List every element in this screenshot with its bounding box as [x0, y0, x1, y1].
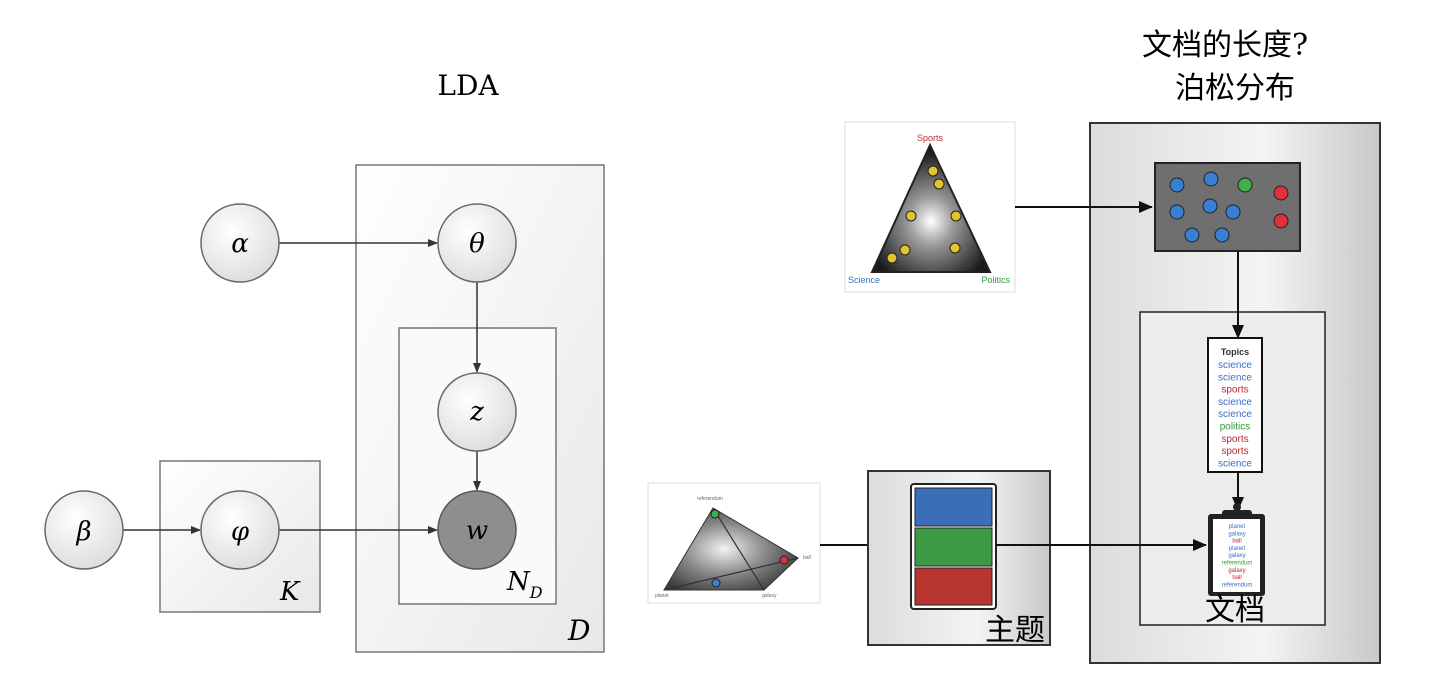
topic-item: sports	[1221, 385, 1248, 396]
title-poisson: 泊松分布	[1175, 71, 1295, 106]
topic-item: science	[1218, 397, 1252, 408]
node-z: z	[437, 372, 517, 452]
simplex-label-politics: Politics	[981, 275, 1010, 285]
svg-text:planet: planet	[655, 593, 669, 599]
document-word: ball	[1232, 575, 1241, 581]
topic-item: politics	[1220, 422, 1251, 433]
svg-text:β: β	[75, 517, 91, 547]
svg-text:ball: ball	[803, 555, 811, 561]
topic-draws-box	[1154, 162, 1301, 252]
svg-text:z: z	[469, 397, 484, 427]
document-word: galaxy	[1228, 568, 1245, 574]
document-label: 文档	[1205, 593, 1265, 628]
node-alpha: α	[200, 203, 280, 283]
simplex-label-sports: Sports	[917, 133, 944, 143]
topics-label: 主题	[985, 613, 1045, 648]
topic-word-distributions	[910, 483, 997, 610]
document-word: planet	[1229, 546, 1246, 552]
topics-heading: Topics	[1221, 347, 1249, 357]
node-beta: β	[44, 490, 124, 570]
topics-card: Topics sciencesciencesportssciencescienc…	[1207, 337, 1263, 473]
document-word: galaxy	[1228, 531, 1245, 537]
word-simplex-image: referendum planet ball galaxy	[647, 482, 821, 604]
document-word: referendum	[1222, 561, 1253, 567]
simplex-label-science: Science	[848, 275, 880, 285]
svg-text:referendum: referendum	[697, 496, 723, 502]
topic-item: sports	[1221, 446, 1248, 457]
document-word: planet	[1229, 524, 1246, 530]
svg-text:φ: φ	[231, 517, 250, 547]
node-w: w	[437, 490, 517, 570]
document-word: referendum	[1222, 582, 1253, 588]
node-phi: φ	[200, 490, 280, 570]
plate-k-label: K	[279, 577, 301, 607]
node-theta: θ	[437, 203, 517, 283]
plate-nd-label: ND	[506, 567, 543, 602]
svg-text:galaxy: galaxy	[762, 593, 777, 599]
topic-item: science	[1218, 409, 1252, 420]
title-doc-length: 文档的长度?	[1142, 28, 1308, 63]
topic-item: science	[1218, 360, 1252, 371]
svg-text:θ: θ	[469, 229, 485, 259]
document-clipboard: planetgalaxyballplanetgalaxyreferendumga…	[1208, 503, 1265, 596]
document-word: ball	[1232, 539, 1241, 545]
lda-title: LDA	[437, 69, 499, 102]
svg-text:w: w	[466, 516, 488, 546]
topic-item: sports	[1221, 434, 1248, 445]
plate-d-label: D	[567, 614, 590, 647]
topic-item: science	[1218, 372, 1252, 383]
document-word: galaxy	[1228, 553, 1245, 559]
topic-simplex-image: Sports Science Politics	[844, 121, 1016, 293]
svg-text:α: α	[231, 229, 249, 259]
topic-item: science	[1218, 458, 1252, 469]
